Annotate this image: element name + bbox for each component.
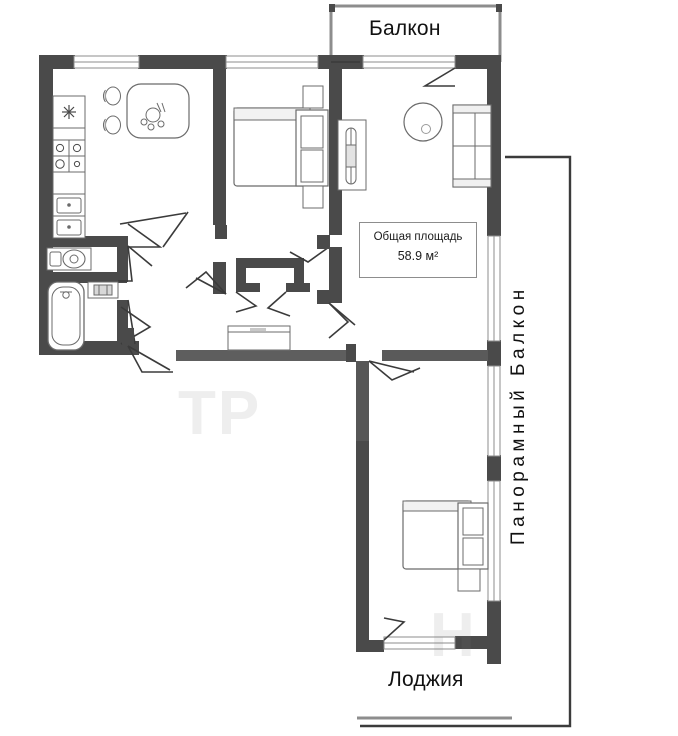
kitchen-fixtures xyxy=(52,83,190,239)
panoramic-balcony-label: Панорамный Балкон xyxy=(508,285,529,545)
total-area-caption: Общая площадь xyxy=(373,231,463,243)
living-room-fixtures xyxy=(403,102,492,188)
hallway-fixtures xyxy=(227,325,291,351)
toilet-fixtures xyxy=(46,247,92,271)
balcony-top-outline xyxy=(329,4,502,62)
bedroom-second-fixtures xyxy=(402,500,489,592)
wall-shading xyxy=(176,350,488,441)
loggia-label: Лоджия xyxy=(388,668,464,691)
panoramic-balcony-outline xyxy=(360,155,572,728)
total-area-value: 58.9 м² xyxy=(397,249,439,264)
balcony-top-label: Балкон xyxy=(369,17,441,40)
bedroom-main-fixtures xyxy=(233,85,367,209)
total-area-label: Общая площадь 58.9 м² xyxy=(359,222,477,278)
exterior-walls xyxy=(39,55,501,664)
bathroom-fixtures xyxy=(47,281,119,351)
interior-walls xyxy=(39,55,342,350)
doors xyxy=(118,61,456,641)
windows xyxy=(73,55,501,650)
door-jambs xyxy=(122,225,356,362)
